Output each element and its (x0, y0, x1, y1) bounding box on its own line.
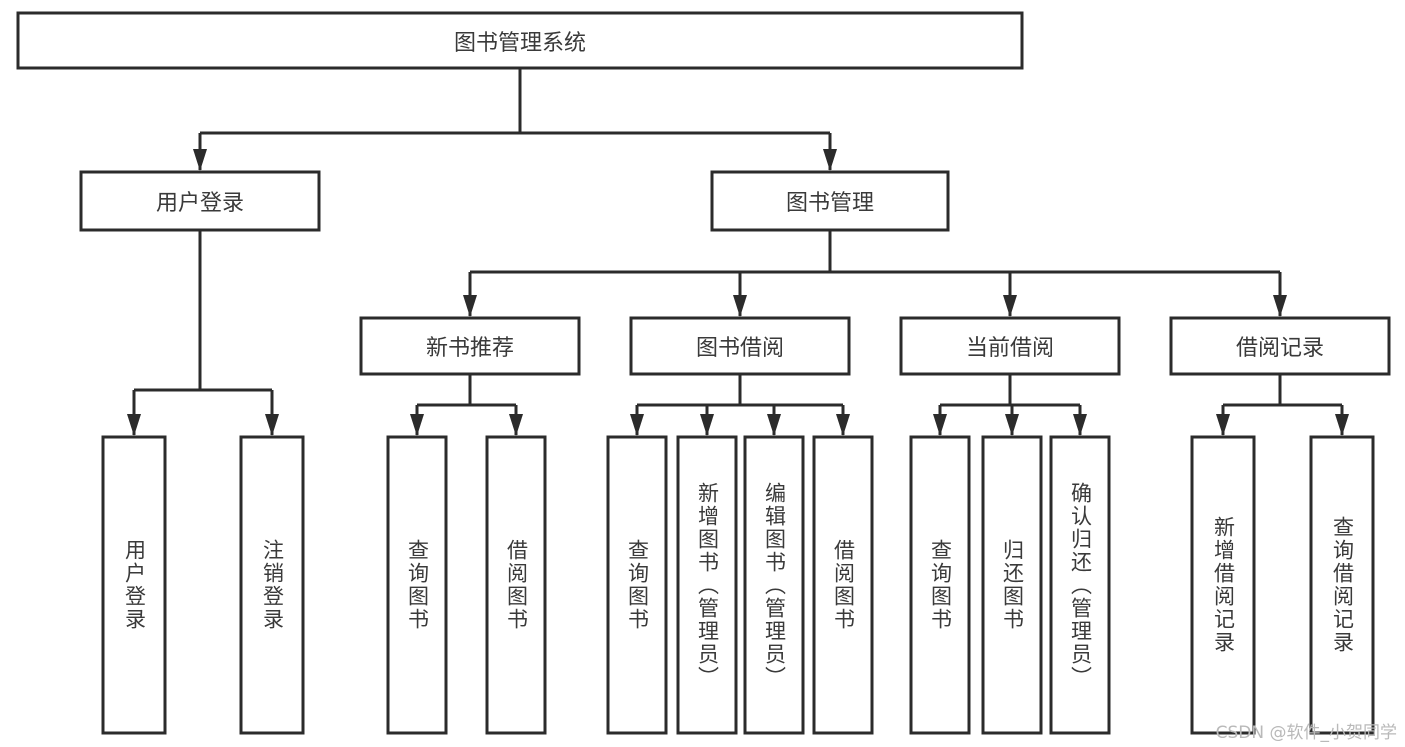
node-box-new-book-recommend[interactable] (359, 316, 581, 376)
arrow-head-icon (700, 414, 714, 436)
arrow-head-icon (1335, 414, 1349, 436)
arrow-head-icon (265, 414, 279, 436)
arrow-head-icon (933, 414, 947, 436)
node-box-leaf-query-book-borrow[interactable] (606, 435, 668, 735)
node-box-book-management[interactable] (710, 170, 950, 232)
boxes-layer (16, 11, 1391, 735)
arrow-head-icon (193, 149, 207, 171)
arrow-head-icon (823, 149, 837, 171)
node-box-leaf-borrow-book-recommend[interactable] (485, 435, 547, 735)
arrow-head-icon (630, 414, 644, 436)
arrow-head-icon (410, 414, 424, 436)
arrow-head-icon (733, 295, 747, 317)
node-box-leaf-edit-book-admin[interactable] (743, 435, 805, 735)
node-box-leaf-add-book-admin[interactable] (676, 435, 738, 735)
arrow-head-icon (1003, 295, 1017, 317)
arrow-head-icon (1005, 414, 1019, 436)
node-box-leaf-return-book[interactable] (981, 435, 1043, 735)
node-box-leaf-query-book-recommend[interactable] (386, 435, 448, 735)
node-box-leaf-user-login[interactable] (101, 435, 167, 735)
node-box-root[interactable] (16, 11, 1024, 70)
arrow-head-icon (1273, 295, 1287, 317)
arrow-head-icon (836, 414, 850, 436)
node-box-borrow-record[interactable] (1169, 316, 1391, 376)
arrow-head-icon (767, 414, 781, 436)
connectors-layer (127, 68, 1349, 436)
node-box-current-borrow[interactable] (899, 316, 1121, 376)
node-box-leaf-query-borrow-record[interactable] (1309, 435, 1375, 735)
arrow-head-icon (509, 414, 523, 436)
node-box-leaf-query-book-current[interactable] (909, 435, 971, 735)
arrow-head-icon (463, 295, 477, 317)
node-box-user-login[interactable] (79, 170, 321, 232)
node-box-leaf-confirm-return-admin[interactable] (1049, 435, 1111, 735)
arrow-head-icon (127, 414, 141, 436)
node-box-book-borrow[interactable] (629, 316, 851, 376)
arrow-head-icon (1073, 414, 1087, 436)
node-box-leaf-add-borrow-record[interactable] (1190, 435, 1256, 735)
arrow-head-icon (1216, 414, 1230, 436)
watermark: CSDN @软件_小贺同学 (1215, 723, 1397, 743)
node-box-leaf-borrow-book[interactable] (812, 435, 874, 735)
node-box-leaf-logout[interactable] (239, 435, 305, 735)
